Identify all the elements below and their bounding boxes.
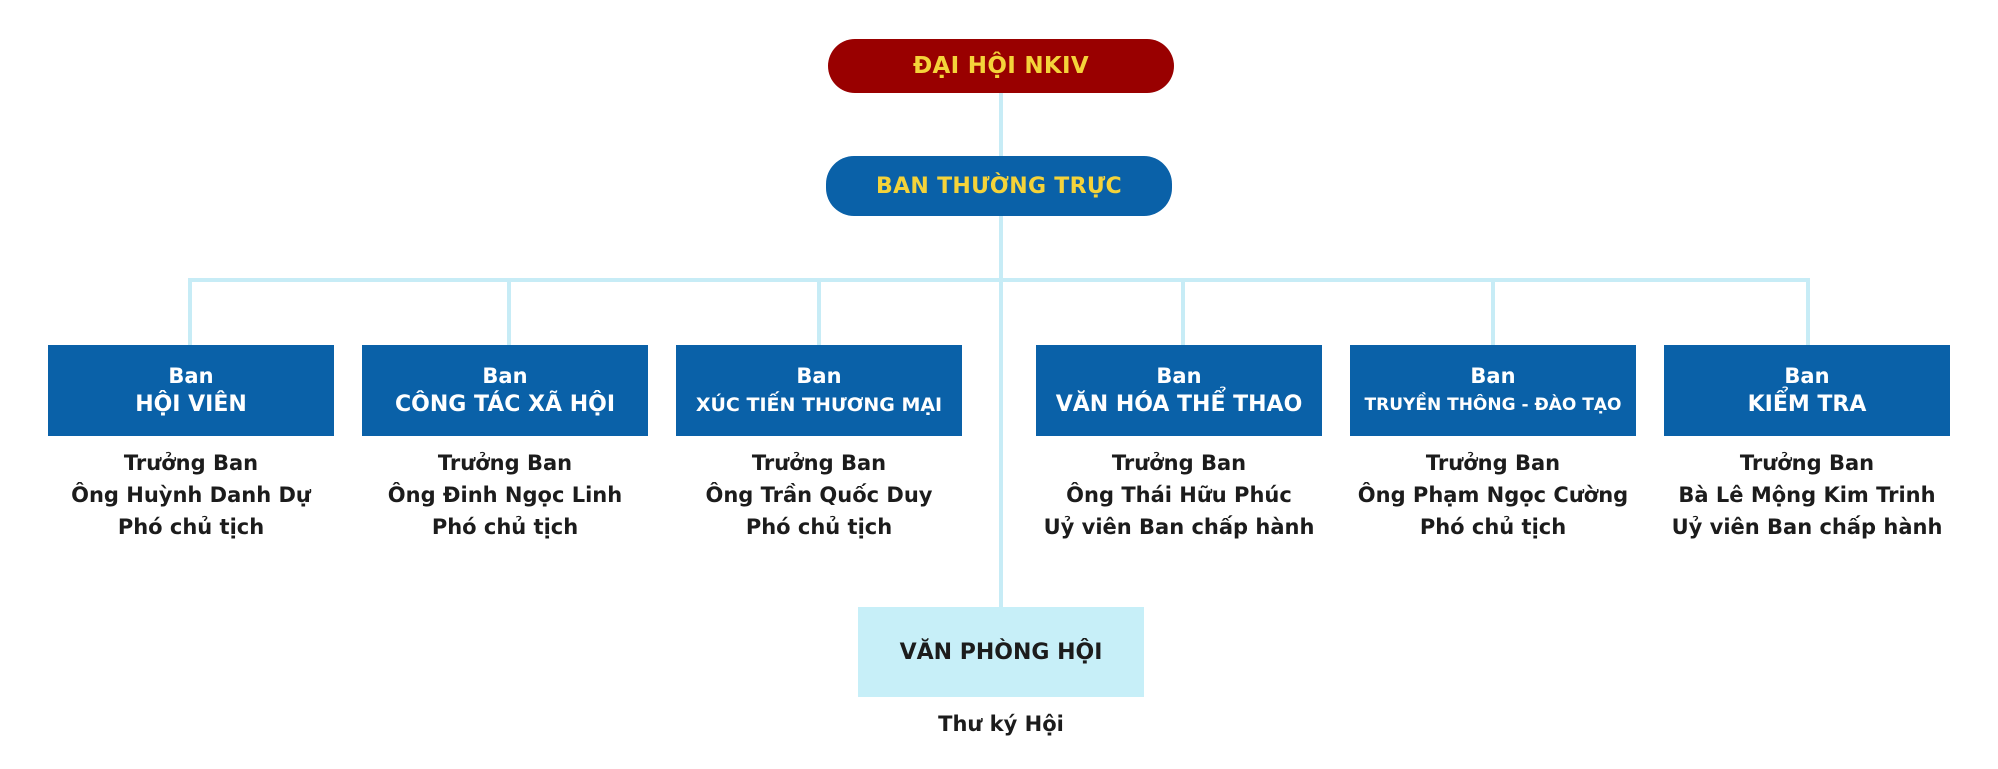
department-name: TRUYỀN THÔNG - ĐÀO TẠO <box>1364 394 1622 415</box>
department-van-hoa-the-thao: Ban VĂN HÓA THỂ THAO Trưởng Ban Ông Thái… <box>1036 345 1322 543</box>
department-prefix: Ban <box>168 363 214 388</box>
head-person: Ông Đinh Ngọc Linh <box>387 483 623 507</box>
department-info: Trưởng Ban Ông Huỳnh Danh Dự Phó chủ tịc… <box>48 447 334 543</box>
head-person: Ông Trần Quốc Duy <box>705 483 933 507</box>
department-prefix: Ban <box>796 363 842 388</box>
department-info: Trưởng Ban Ông Trần Quốc Duy Phó chủ tịc… <box>676 447 962 543</box>
drop-connector-3 <box>817 278 821 345</box>
department-kiem-tra: Ban KIỂM TRA Trưởng Ban Bà Lê Mộng Kim T… <box>1664 345 1950 543</box>
head-person: Ông Thái Hữu Phúc <box>1066 483 1292 507</box>
head-position: Uỷ viên Ban chấp hành <box>1671 515 1943 539</box>
department-info: Trưởng Ban Ông Đinh Ngọc Linh Phó chủ tị… <box>362 447 648 543</box>
department-prefix: Ban <box>1784 363 1830 388</box>
horizontal-connector <box>188 278 1810 282</box>
department-truyen-thong-dao-tao: Ban TRUYỀN THÔNG - ĐÀO TẠO Trưởng Ban Ôn… <box>1350 345 1636 543</box>
head-role: Trưởng Ban <box>1739 451 1875 475</box>
department-name: XÚC TIẾN THƯƠNG MẠI <box>695 393 943 416</box>
head-person: Ông Phạm Ngọc Cường <box>1357 483 1629 507</box>
department-prefix: Ban <box>1470 363 1516 388</box>
trunk-connector <box>999 93 1003 607</box>
drop-connector-1 <box>188 278 192 345</box>
association-office-node: VĂN PHÒNG HỘI <box>858 607 1144 697</box>
department-info: Trưởng Ban Ông Thái Hữu Phúc Uỷ viên Ban… <box>1036 447 1322 543</box>
head-position: Phó chủ tịch <box>431 515 579 539</box>
head-role: Trưởng Ban <box>437 451 573 475</box>
department-xuc-tien-thuong-mai: Ban XÚC TIẾN THƯƠNG MẠI Trưởng Ban Ông T… <box>676 345 962 543</box>
department-info: Trưởng Ban Bà Lê Mộng Kim Trinh Uỷ viên … <box>1664 447 1950 543</box>
head-position: Phó chủ tịch <box>745 515 893 539</box>
head-role: Trưởng Ban <box>1111 451 1247 475</box>
department-cong-tac-xa-hoi: Ban CÔNG TÁC XÃ HỘI Trưởng Ban Ông Đinh … <box>362 345 648 543</box>
standing-committee-node: BAN THƯỜNG TRỰC <box>826 156 1172 216</box>
drop-connector-2 <box>507 278 511 345</box>
department-name: HỘI VIÊN <box>135 391 247 417</box>
head-position: Uỷ viên Ban chấp hành <box>1043 515 1315 539</box>
head-role: Trưởng Ban <box>1425 451 1561 475</box>
department-name: KIỂM TRA <box>1747 391 1867 417</box>
head-position: Phó chủ tịch <box>117 515 265 539</box>
department-box: Ban VĂN HÓA THỂ THAO <box>1036 345 1322 436</box>
department-box: Ban TRUYỀN THÔNG - ĐÀO TẠO <box>1350 345 1636 436</box>
head-role: Trưởng Ban <box>123 451 259 475</box>
department-prefix: Ban <box>1156 363 1202 388</box>
department-box: Ban HỘI VIÊN <box>48 345 334 436</box>
department-info: Trưởng Ban Ông Phạm Ngọc Cường Phó chủ t… <box>1350 447 1636 543</box>
department-box: Ban KIỂM TRA <box>1664 345 1950 436</box>
department-name: VĂN HÓA THỂ THAO <box>1055 391 1303 417</box>
department-hoi-vien: Ban HỘI VIÊN Trưởng Ban Ông Huỳnh Danh D… <box>48 345 334 543</box>
head-person: Ông Huỳnh Danh Dự <box>71 483 311 507</box>
department-box: Ban CÔNG TÁC XÃ HỘI <box>362 345 648 436</box>
drop-connector-4 <box>1181 278 1185 345</box>
head-person: Bà Lê Mộng Kim Trinh <box>1678 483 1936 507</box>
head-role: Trưởng Ban <box>751 451 887 475</box>
congress-node: ĐẠI HỘI NKIV <box>828 39 1174 93</box>
department-box: Ban XÚC TIẾN THƯƠNG MẠI <box>676 345 962 436</box>
drop-connector-6 <box>1806 278 1810 345</box>
drop-connector-5 <box>1491 278 1495 345</box>
department-name: CÔNG TÁC XÃ HỘI <box>394 391 616 417</box>
department-prefix: Ban <box>482 363 528 388</box>
office-role: Thư ký Hội <box>938 712 1064 736</box>
head-position: Phó chủ tịch <box>1419 515 1567 539</box>
